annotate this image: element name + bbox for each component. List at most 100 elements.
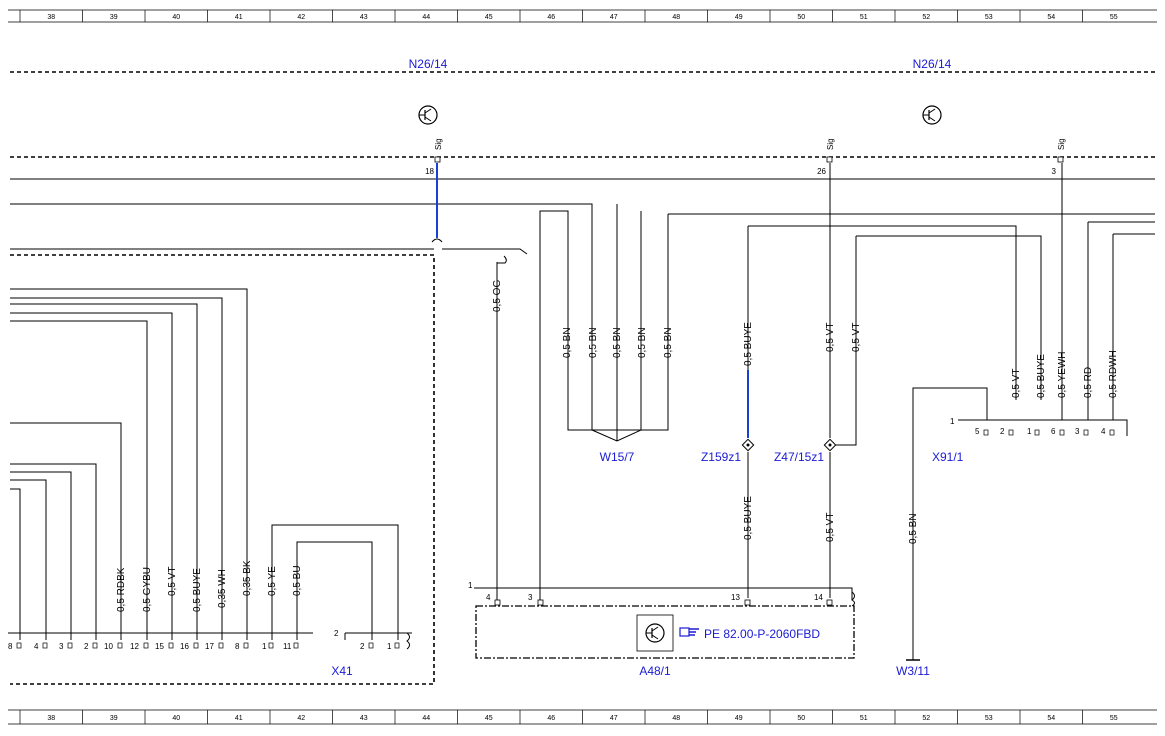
svg-text:Sig: Sig: [1057, 138, 1066, 150]
svg-text:8: 8: [8, 642, 13, 651]
ruler-label: 48: [672, 14, 680, 21]
svg-text:5: 5: [975, 427, 980, 436]
svg-text:1: 1: [262, 642, 267, 651]
w15-7-label[interactable]: W15/7: [600, 450, 635, 464]
n26-14-label-right[interactable]: N26/14: [913, 57, 952, 71]
a48-pins: 4 3 13 14: [486, 593, 833, 606]
transistor-icon: [922, 105, 942, 125]
x41-label[interactable]: X41: [331, 664, 353, 678]
ruler-label: 46: [547, 14, 555, 21]
left-connector-pins: 8 4 3 2 10 12 15 16 17 8 1 11 2 1: [8, 642, 400, 651]
transistor-icon: [418, 105, 438, 125]
z159z1-label[interactable]: Z159z1: [701, 450, 741, 464]
svg-text:15: 15: [155, 642, 164, 651]
ruler-label: 42: [297, 715, 305, 722]
transistor-icon: [636, 614, 674, 652]
svg-text:1: 1: [387, 642, 392, 651]
svg-text:11: 11: [283, 642, 292, 651]
x91-1-label[interactable]: X91/1: [932, 450, 964, 464]
wire-label-buye: 0,5 BUYE: [743, 496, 754, 540]
svg-text:2: 2: [360, 642, 365, 651]
a48-1-box: [475, 605, 855, 659]
reference-link[interactable]: PE 82.00-P-2060FBD: [704, 627, 820, 641]
wire-label-vt: 0,5 VT: [167, 567, 178, 596]
svg-text:12: 12: [130, 642, 139, 651]
ruler-label: 43: [360, 14, 368, 21]
ruler-label: 42: [297, 14, 305, 21]
ruler-label: 41: [235, 14, 243, 21]
svg-text:4: 4: [1101, 427, 1106, 436]
wire-label-bn: 0,5 BN: [562, 327, 573, 358]
svg-text:4: 4: [486, 593, 491, 602]
ruler-label: 45: [485, 14, 493, 21]
wire-label-rd: 0,5 RD: [1083, 367, 1094, 398]
ruler-label: 40: [172, 715, 180, 722]
a48-1-label[interactable]: A48/1: [639, 664, 671, 678]
wire-label-bn: 0,5 BN: [663, 327, 674, 358]
svg-text:1: 1: [950, 417, 955, 426]
svg-text:2: 2: [334, 629, 339, 638]
ruler-label: 38: [47, 715, 55, 722]
wire-label-bn: 0,5 BN: [908, 513, 919, 544]
ruler-label: 49: [735, 14, 743, 21]
wire-label-rdwh: 0,5 RDWH: [1108, 350, 1119, 398]
ruler-label: 51: [860, 715, 868, 722]
n26-pin-18: 18 Sig: [425, 138, 443, 176]
wire-label-buye: 0,5 BUYE: [192, 568, 203, 612]
svg-text:14: 14: [814, 593, 823, 602]
svg-text:4: 4: [34, 642, 39, 651]
wire-label-ye: 0,5 YE: [267, 566, 278, 596]
ruler-label: 39: [110, 14, 118, 21]
svg-text:10: 10: [104, 642, 113, 651]
ruler-label: 46: [547, 715, 555, 722]
ruler-label: 55: [1110, 14, 1118, 21]
wire-label-bk: 0,35 BK: [242, 560, 253, 596]
wire-bus: [10, 248, 528, 255]
ruler-label: 52: [922, 14, 930, 21]
n26-14-label-left[interactable]: N26/14: [409, 57, 448, 71]
svg-text:18: 18: [425, 167, 434, 176]
wire-label-bn: 0,5 BN: [588, 327, 599, 358]
n26-pin-26: 26 Sig: [817, 138, 835, 176]
ruler-label: 39: [110, 715, 118, 722]
wire-label-buye: 0,5 BUYE: [743, 322, 754, 366]
svg-text:17: 17: [205, 642, 214, 651]
n26-pin-3: 3 Sig: [1052, 138, 1066, 176]
wire-label-vt: 0,5 VT: [825, 323, 836, 352]
ruler-label: 44: [422, 715, 430, 722]
svg-text:Sig: Sig: [826, 138, 835, 150]
wire-label-vt: 0,5 VT: [825, 513, 836, 542]
wire-label-vt: 0,5 VT: [1011, 369, 1022, 398]
wire-label-buye: 0,5 BUYE: [1036, 354, 1047, 398]
ruler-label: 53: [985, 14, 993, 21]
ruler-label: 38: [47, 14, 55, 21]
ruler-label: 49: [735, 715, 743, 722]
ruler-label: 44: [422, 14, 430, 21]
svg-text:6: 6: [1051, 427, 1056, 436]
ruler-label: 45: [485, 715, 493, 722]
wire-label-bu: 0,5 BU: [292, 565, 303, 596]
ruler-label: 43: [360, 715, 368, 722]
ruler-label: 50: [797, 715, 805, 722]
w3-11-label[interactable]: W3/11: [896, 664, 930, 678]
z47-15z1-label[interactable]: Z47/15z1: [774, 450, 824, 464]
wire-label-bn: 0,5 BN: [637, 327, 648, 358]
svg-text:Sig: Sig: [434, 138, 443, 150]
ruler-label: 40: [172, 14, 180, 21]
x91-pins: 5 2 1 6 3 4: [975, 427, 1115, 436]
enclosure-boundary: [10, 254, 435, 685]
ruler-label: 41: [235, 715, 243, 722]
wire-label-og: 0,5 OG: [492, 280, 503, 312]
svg-text:1: 1: [468, 581, 473, 590]
svg-text:1: 1: [1027, 427, 1032, 436]
ruler-label: 47: [610, 14, 618, 21]
wire-label-rdbk: 0,5 RDBK: [116, 567, 127, 612]
wire-label-yewh: 0,5 YEWH: [1057, 352, 1068, 399]
svg-text:3: 3: [1075, 427, 1080, 436]
ruler-label: 51: [860, 14, 868, 21]
wire-label-gybu: 0,5 GYBU: [142, 567, 153, 612]
svg-text:13: 13: [731, 593, 740, 602]
svg-text:2: 2: [1000, 427, 1005, 436]
